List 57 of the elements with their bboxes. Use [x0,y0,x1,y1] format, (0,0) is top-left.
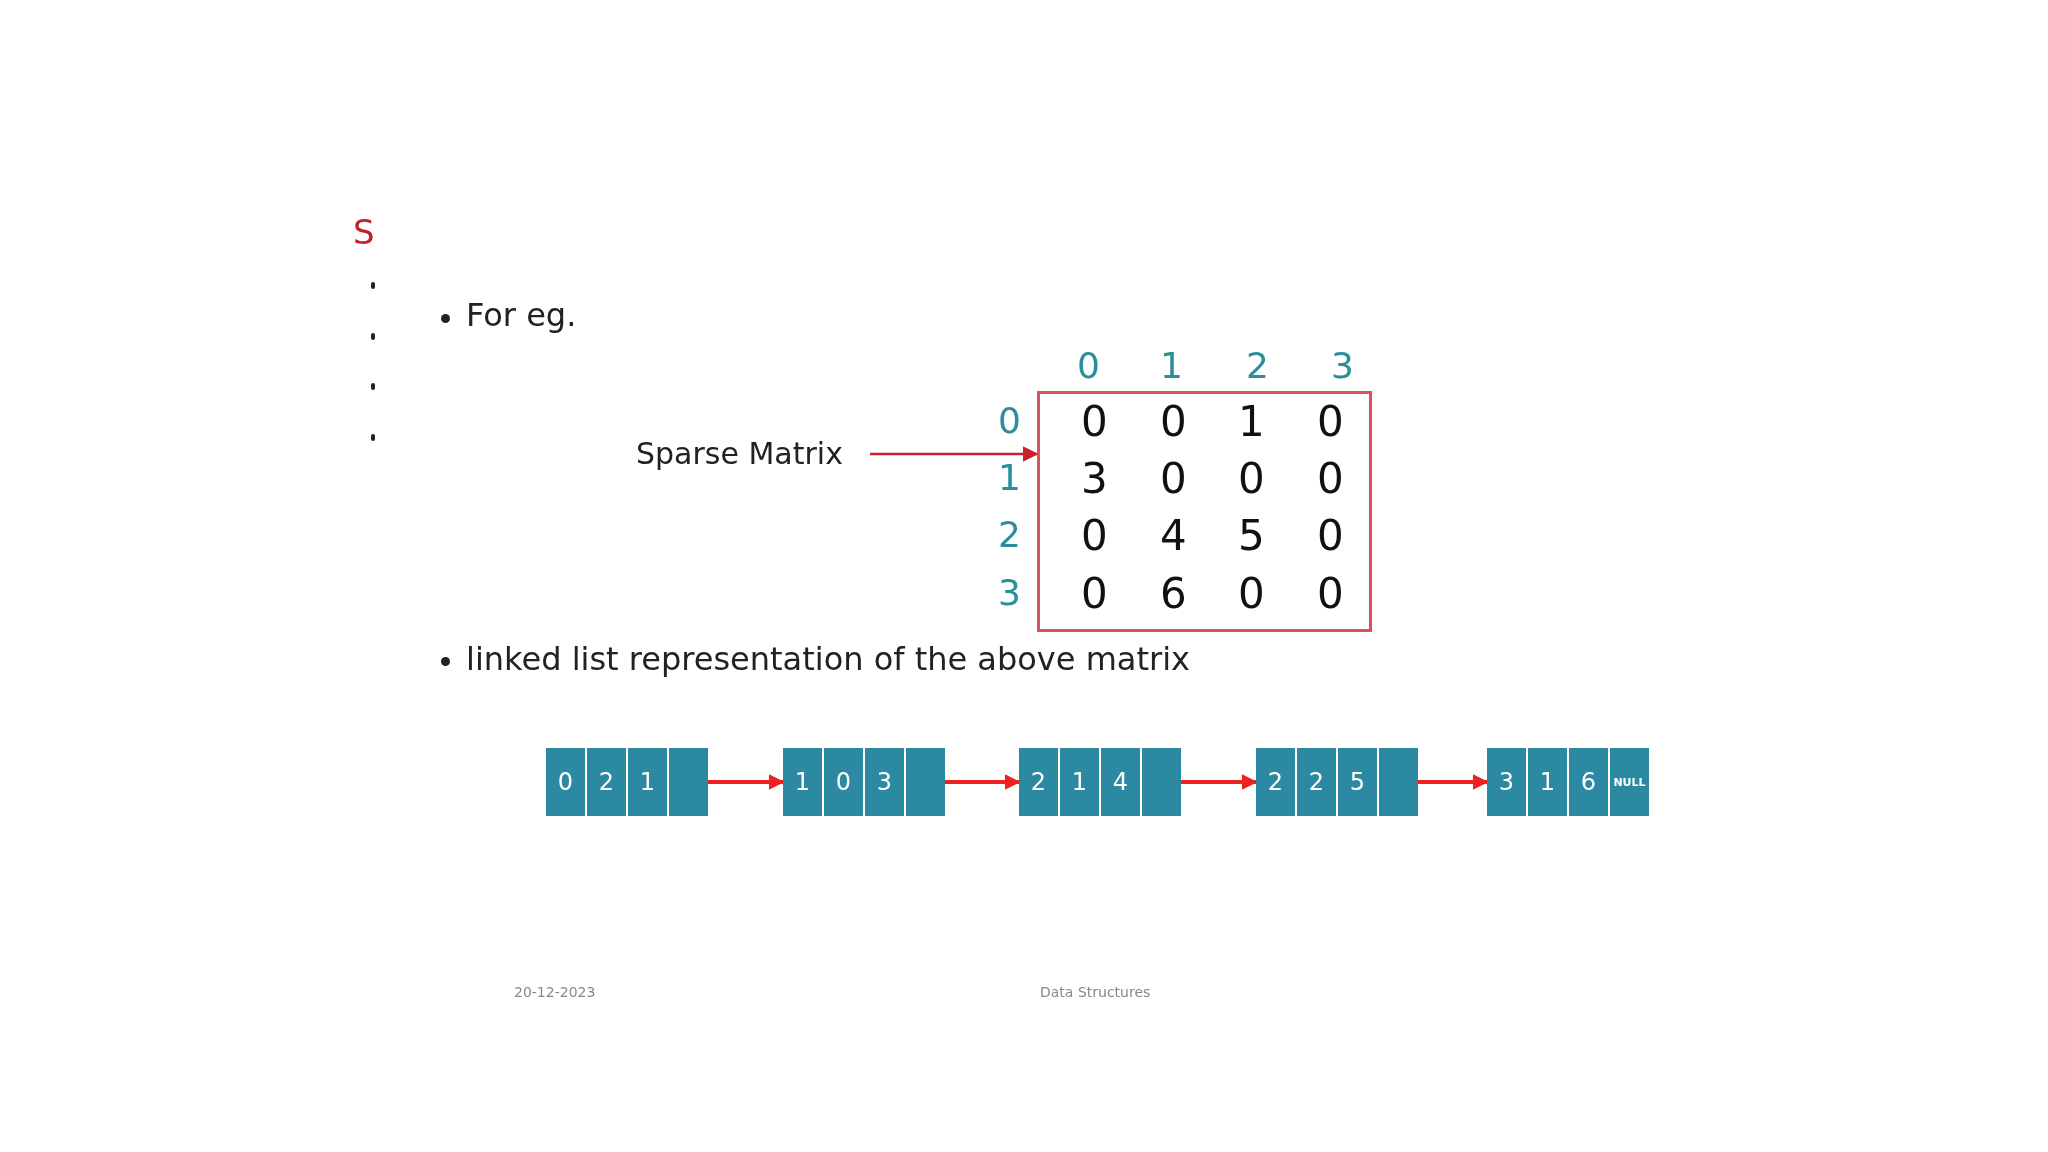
node-value: 3 [1487,748,1528,816]
node-value: NULL [1612,774,1647,791]
matrix-value: 0 [1081,511,1108,560]
matrix-value: 0 [1238,454,1265,503]
matrix-value: 5 [1238,511,1265,560]
matrix-value: 0 [1317,454,1344,503]
node-value: 1 [783,748,824,816]
matrix-value: 4 [1160,511,1187,560]
matrix-value: 0 [1317,397,1344,446]
node-value: 5 [1338,748,1379,816]
matrix-value: 0 [1160,454,1187,503]
column-index: 1 [1160,345,1183,386]
node-value: 0 [824,748,865,816]
node-value: 2 [1256,748,1297,816]
bullet-text: For eg. [466,296,577,334]
row-index: 1 [998,457,1021,498]
arrow [945,774,1021,790]
node-value: 2 [1297,748,1338,816]
arrow [1418,774,1489,790]
column-index: 2 [1246,345,1269,386]
matrix-value: 0 [1081,397,1108,446]
matrix-value: 0 [1238,569,1265,618]
arrow [870,446,1039,462]
list-node [1487,748,1649,816]
footer-date: 20-12-2023 [514,984,596,1000]
list-node [783,748,945,816]
node-value: 1 [628,748,669,816]
matrix-value: 0 [1317,511,1344,560]
list-node [546,748,708,816]
row-index: 0 [998,400,1021,441]
node-value: 2 [1019,748,1060,816]
matrix-value: 3 [1081,454,1108,503]
matrix-value: 0 [1160,397,1187,446]
footer-text: Data Structures [1040,984,1151,1000]
matrix-value: 1 [1238,397,1265,446]
node-value: 1 [1060,748,1101,816]
matrix-value: 0 [1081,569,1108,618]
matrix-value: 0 [1317,569,1344,618]
row-index: 2 [998,514,1021,555]
column-index: 3 [1331,345,1354,386]
row-index: 3 [998,572,1021,613]
node-value: 0 [546,748,587,816]
node-value: 3 [865,748,906,816]
slide-title: S [353,212,375,252]
arrow [1181,774,1258,790]
arrow [708,774,785,790]
node-label: Sparse Matrix [636,432,843,476]
matrix-box [1037,391,1372,632]
node-value: 6 [1569,748,1610,816]
list-node [1019,748,1181,816]
matrix-value: 6 [1160,569,1187,618]
bullet-text: linked list representation of the above matrix [466,640,1190,678]
node-value: 4 [1101,748,1142,816]
column-index: 0 [1077,345,1100,386]
node-value: 2 [587,748,628,816]
list-node [1256,748,1418,816]
node-value: 1 [1528,748,1569,816]
